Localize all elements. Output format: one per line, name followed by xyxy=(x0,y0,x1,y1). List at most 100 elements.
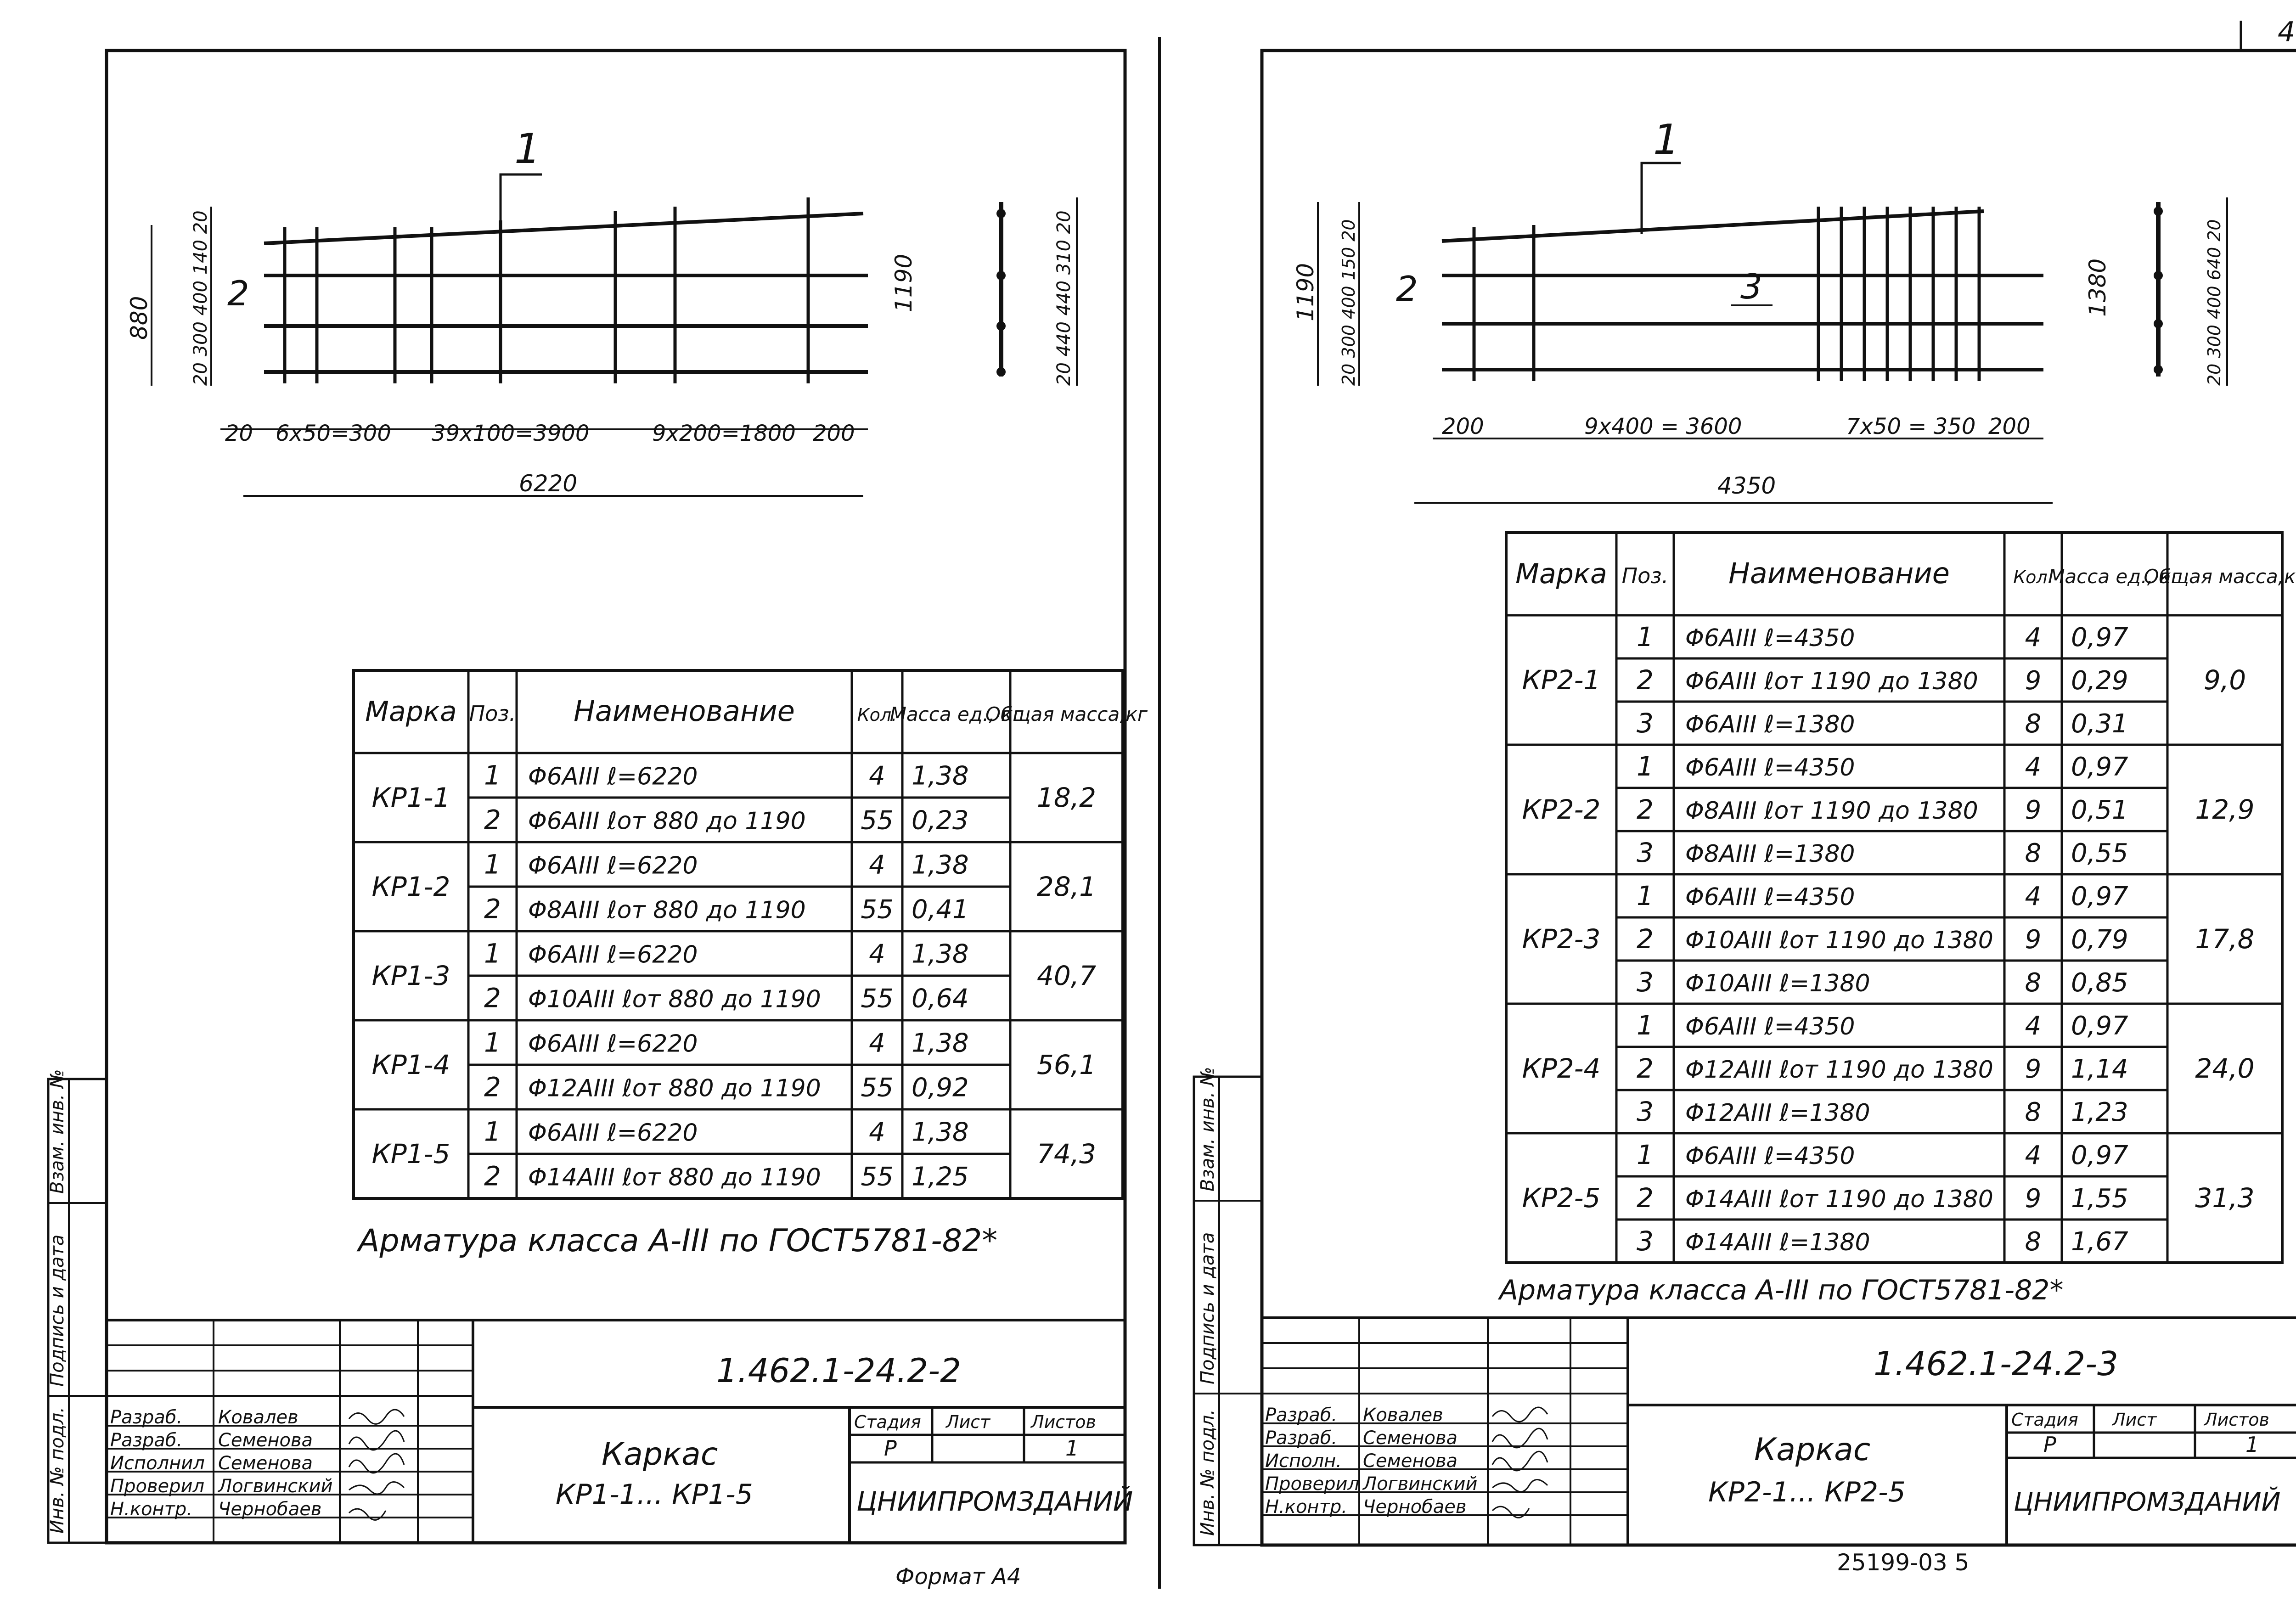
right-total-mass: 24,0 xyxy=(2195,1053,2254,1084)
left-pos: 1 xyxy=(484,938,501,969)
left-title-block: 1.462.1-24.2-2 Каркас КР1-1... КР1-5 Ста… xyxy=(107,1319,1133,1543)
left-role-0: Разраб. xyxy=(110,1407,182,1428)
left-side-label-0: Инв. № подл. xyxy=(47,1407,68,1534)
right-stamp-org: ЦНИИПРОМЗДАНИЙ xyxy=(2014,1487,2281,1517)
right-unit-mass: 1,55 xyxy=(2071,1184,2128,1214)
right-mark: КР2-5 xyxy=(1522,1182,1601,1214)
right-mark: КР2-3 xyxy=(1522,923,1601,955)
left-pos: 1 xyxy=(484,1027,501,1058)
right-name: Φ6AIII ℓ=4350 xyxy=(1685,1142,1855,1170)
left-pos: 1 xyxy=(484,760,501,791)
right-stamp-title1: Каркас xyxy=(1754,1432,1870,1468)
right-role-3: Проверил xyxy=(1265,1473,1359,1495)
left-unit-mass: 1,38 xyxy=(912,1029,969,1058)
right-name: Φ6AIII ℓ=1380 xyxy=(1685,711,1855,738)
right-pos: 2 xyxy=(1637,1053,1654,1084)
right-name: Φ14AIII ℓот 1190 до 1380 xyxy=(1685,1186,1993,1213)
right-unit-mass: 0,97 xyxy=(2071,752,2128,782)
left-stage-value: Р xyxy=(884,1436,897,1461)
right-name-1: Семенова xyxy=(1363,1428,1458,1449)
left-side-label-1: Подпись и дата xyxy=(47,1235,68,1387)
right-qty: 9 xyxy=(2025,1184,2042,1214)
pos-2-right: 2 xyxy=(1396,269,1418,309)
left-name: Φ6AIII ℓ=6220 xyxy=(528,941,698,969)
left-name: Φ6AIII ℓ=6220 xyxy=(528,1119,698,1147)
right-total-mass: 12,9 xyxy=(2195,794,2254,825)
right-name: Φ10AIII ℓот 1190 до 1380 xyxy=(1685,927,1993,954)
right-doc-number: 25199-03 5 xyxy=(1837,1549,1969,1576)
dim-bottom-right-3: 200 xyxy=(1988,414,2031,439)
left-th-mass: Масса ед., кг xyxy=(890,703,1024,725)
right-qty: 8 xyxy=(2025,1097,2042,1127)
right-total-mass: 17,8 xyxy=(2195,923,2254,955)
left-note: Арматура класса А-III по ГОСТ5781-82* xyxy=(356,1223,997,1259)
left-format: Формат А4 xyxy=(895,1564,1021,1590)
right-th-mass: Масса ед., кг xyxy=(2048,565,2182,588)
left-qty: 4 xyxy=(869,761,885,791)
left-sheets-header: Листов xyxy=(1030,1412,1096,1432)
right-th-name: Наименование xyxy=(1728,556,1950,590)
right-qty: 9 xyxy=(2025,1054,2042,1084)
right-sheets-value: 1 xyxy=(2245,1432,2259,1457)
pos-3-right: 3 xyxy=(1740,266,1762,307)
right-pos: 2 xyxy=(1637,923,1654,955)
left-th-mark: Марка xyxy=(365,696,457,728)
right-qty: 8 xyxy=(2025,838,2042,868)
right-role-4: Н.контр. xyxy=(1265,1496,1347,1518)
right-total-mass: 9,0 xyxy=(2204,664,2246,696)
dim-bottom-left-1: 6x50=300 xyxy=(276,421,391,446)
dim-bottom-right-0: 200 xyxy=(1442,414,1484,439)
right-name-3: Логвинский xyxy=(1362,1473,1477,1495)
right-stamp-code: 1.462.1-24.2-3 xyxy=(1874,1344,2118,1383)
right-mark: КР2-4 xyxy=(1522,1053,1601,1084)
dim-bottom-left-2: 39x100=3900 xyxy=(432,421,589,446)
left-side-strip: Инв. № подл. Подпись и дата Взам. инв. № xyxy=(47,1069,108,1544)
left-name-4: Чернобаев xyxy=(218,1499,321,1520)
left-th-qty: Кол. xyxy=(857,705,897,725)
left-unit-mass: 1,38 xyxy=(912,1118,969,1147)
right-pos: 1 xyxy=(1637,751,1654,782)
right-unit-mass: 0,97 xyxy=(2071,882,2128,911)
right-unit-mass: 0,51 xyxy=(2071,795,2128,825)
page-number: 4 xyxy=(2278,16,2295,48)
left-unit-mass: 0,64 xyxy=(912,984,969,1014)
left-name: Φ10AIII ℓот 880 до 1190 xyxy=(528,986,821,1013)
right-name: Φ6AIII ℓ=4350 xyxy=(1685,883,1855,911)
right-pos: 3 xyxy=(1637,1096,1654,1127)
left-role-4: Н.контр. xyxy=(110,1499,192,1520)
left-sheet-header: Лист xyxy=(945,1412,991,1432)
left-role-3: Проверил xyxy=(110,1476,204,1497)
right-unit-mass: 0,97 xyxy=(2071,623,2128,652)
right-side-label-1: Подпись и дата xyxy=(1197,1232,1218,1384)
right-name-0: Ковалев xyxy=(1363,1405,1443,1426)
right-pos: 1 xyxy=(1637,1139,1654,1170)
right-qty: 9 xyxy=(2025,666,2042,696)
right-th-mark: Марка xyxy=(1515,558,1607,590)
left-qty: 55 xyxy=(861,1073,893,1103)
right-role-2: Исполн. xyxy=(1265,1450,1342,1472)
left-sheets-value: 1 xyxy=(1065,1436,1079,1461)
left-name: Φ14AIII ℓот 880 до 1190 xyxy=(528,1164,821,1192)
right-name: Φ6AIII ℓ=4350 xyxy=(1685,1013,1855,1040)
right-mark: КР2-2 xyxy=(1522,794,1601,825)
dim-stack-right-right: 20 300 400 640 20 xyxy=(2204,219,2224,386)
right-pos: 2 xyxy=(1637,1182,1654,1214)
dim-height-right: 1190 xyxy=(1292,263,1319,321)
left-total-mass: 56,1 xyxy=(1037,1049,1096,1080)
left-mark: КР1-4 xyxy=(372,1049,450,1080)
right-name-2: Семенова xyxy=(1363,1450,1458,1472)
right-qty: 8 xyxy=(2025,968,2042,998)
left-unit-mass: 1,38 xyxy=(912,850,969,880)
left-pos: 2 xyxy=(484,894,501,925)
left-qty: 4 xyxy=(869,1029,885,1058)
dim-total-left: 6220 xyxy=(519,470,577,497)
left-name-0: Ковалев xyxy=(218,1407,298,1428)
right-unit-mass: 0,29 xyxy=(2071,666,2128,696)
left-qty: 55 xyxy=(861,806,893,836)
left-name: Φ8AIII ℓот 880 до 1190 xyxy=(528,897,806,924)
dim-bottom-left-4: 200 xyxy=(813,421,855,446)
left-unit-mass: 1,25 xyxy=(912,1162,969,1192)
left-side-label-2: Взам. инв. № xyxy=(47,1069,68,1194)
